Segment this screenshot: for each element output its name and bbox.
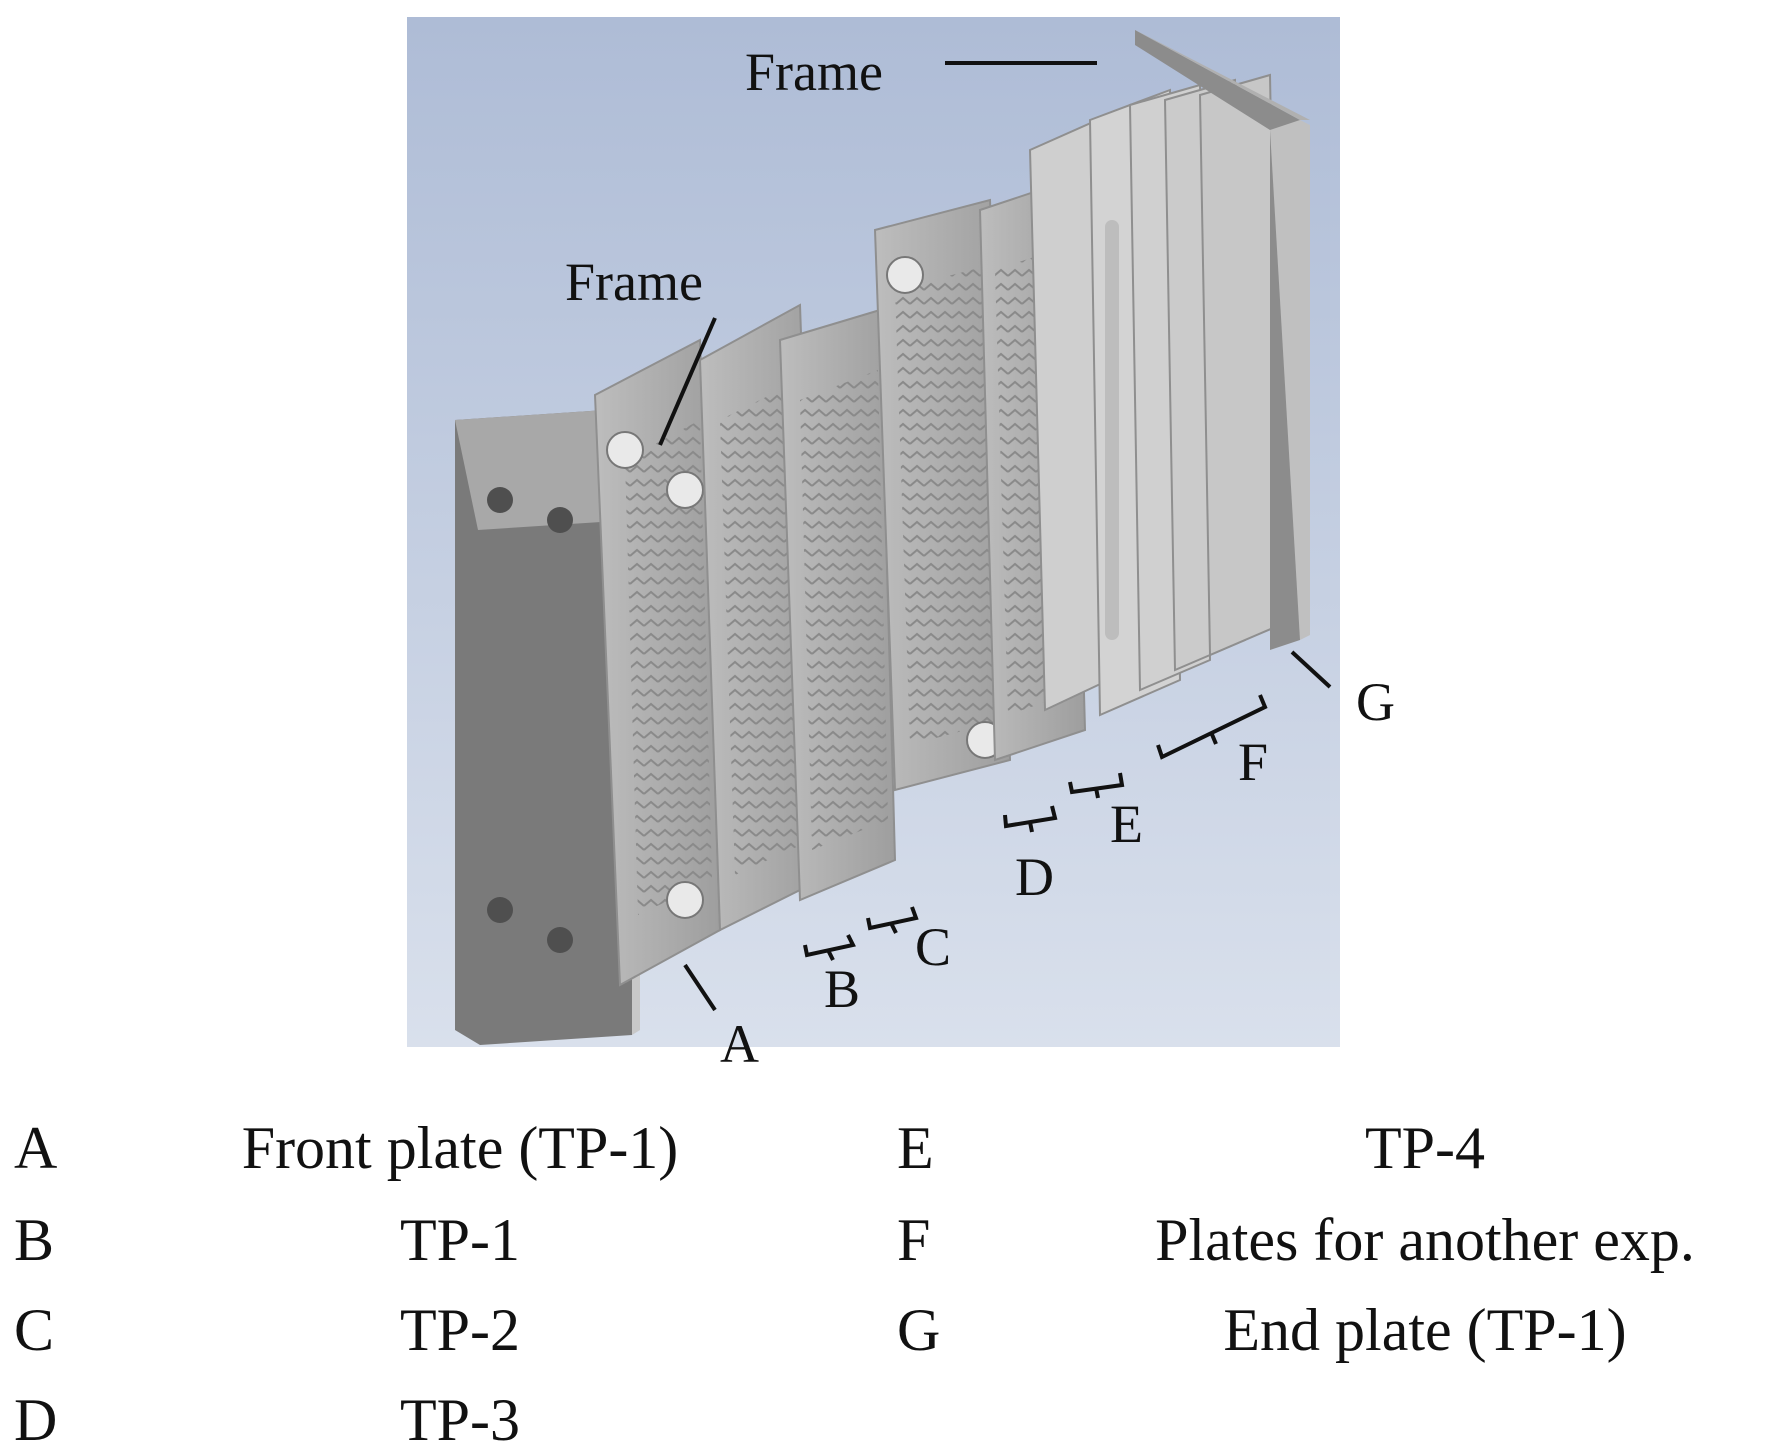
legend-desc-b: TP-1 — [400, 1207, 520, 1273]
legend-code-a: A — [14, 1115, 58, 1181]
legend-desc-a: Front plate (TP-1) — [241, 1115, 679, 1181]
legend-desc-d: TP-3 — [400, 1387, 520, 1453]
plate-stack-right — [1028, 73, 1282, 717]
legend-code-c: C — [14, 1297, 55, 1363]
callout-c: C — [915, 917, 951, 977]
plate-stack-left — [593, 303, 897, 987]
heat-exchanger-exploded-view: Frame Frame A B C D E F G — [407, 17, 1395, 1074]
callout-frame-left: Frame — [565, 252, 703, 312]
legend-code-g: G — [897, 1297, 941, 1363]
callout-e: E — [1110, 794, 1143, 854]
legend-desc-f: Plates for another exp. — [1155, 1207, 1695, 1273]
callout-f: F — [1238, 732, 1268, 792]
legend-desc-c: TP-2 — [400, 1297, 520, 1363]
legend-desc-e: TP-4 — [1365, 1115, 1485, 1181]
callout-b: B — [824, 959, 860, 1019]
legend-code-f: F — [897, 1207, 931, 1273]
front-frame-plate — [455, 410, 640, 1045]
callout-g: G — [1356, 672, 1395, 732]
callout-d: D — [1015, 847, 1054, 907]
end-frame-plate — [1135, 30, 1310, 650]
callout-a: A — [720, 1014, 759, 1074]
leader-lines — [658, 61, 1332, 1012]
legend-code-e: E — [897, 1115, 934, 1181]
legend-code-b: B — [14, 1207, 55, 1273]
callout-frame-top: Frame — [745, 42, 883, 102]
legend-code-d: D — [14, 1387, 58, 1453]
legend-desc-g: End plate (TP-1) — [1223, 1297, 1627, 1363]
